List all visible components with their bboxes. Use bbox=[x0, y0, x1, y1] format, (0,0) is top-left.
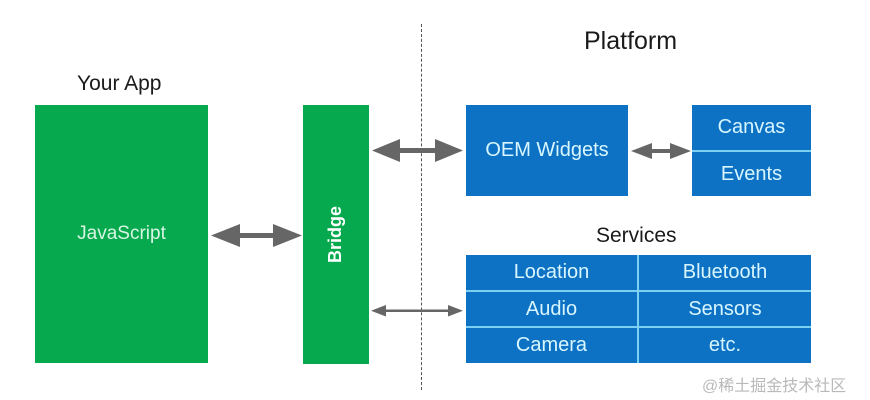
service-label: Sensors bbox=[688, 297, 762, 320]
bridge-services-arrow bbox=[371, 305, 463, 317]
oem-canvas-arrow bbox=[631, 143, 691, 159]
events-cell: Events bbox=[692, 152, 811, 196]
service-sensors: Sensors bbox=[639, 292, 811, 326]
services-row-divider bbox=[466, 326, 811, 328]
services-row-divider bbox=[466, 290, 811, 292]
service-location: Location bbox=[466, 255, 637, 290]
services-column-divider bbox=[637, 255, 639, 363]
javascript-box: JavaScript bbox=[35, 105, 208, 363]
services-heading: Services bbox=[596, 224, 677, 247]
canvas-events-divider bbox=[692, 150, 811, 152]
your-app-heading: Your App bbox=[77, 72, 162, 95]
service-label: Location bbox=[513, 261, 590, 283]
service-etc: etc. bbox=[639, 328, 811, 363]
service-camera: Camera bbox=[466, 328, 637, 363]
service-audio: Audio bbox=[466, 292, 637, 326]
oem-widgets-box: OEM Widgets bbox=[466, 105, 628, 196]
canvas-label: Canvas bbox=[717, 116, 786, 138]
events-label: Events bbox=[720, 162, 783, 185]
services-grid: Location Bluetooth Audio Sensors Camera … bbox=[466, 255, 811, 363]
service-label: Audio bbox=[525, 297, 578, 320]
bridge-label: Bridge bbox=[325, 205, 346, 264]
bridge-box: Bridge bbox=[303, 105, 369, 364]
service-bluetooth: Bluetooth bbox=[639, 255, 811, 290]
oem-widgets-label: OEM Widgets bbox=[485, 139, 609, 161]
canvas-cell: Canvas bbox=[692, 105, 811, 150]
watermark: @稀土掘金技术社区 bbox=[702, 378, 847, 395]
service-label: Bluetooth bbox=[682, 261, 768, 283]
service-label: Camera bbox=[515, 334, 588, 356]
bridge-oem-arrow bbox=[372, 139, 463, 162]
service-label: etc. bbox=[708, 334, 742, 356]
platform-heading: Platform bbox=[584, 27, 678, 55]
javascript-label: JavaScript bbox=[77, 223, 166, 244]
app-platform-boundary bbox=[421, 24, 422, 390]
canvas-events-box: Canvas Events bbox=[692, 105, 811, 196]
js-bridge-arrow bbox=[211, 224, 302, 247]
